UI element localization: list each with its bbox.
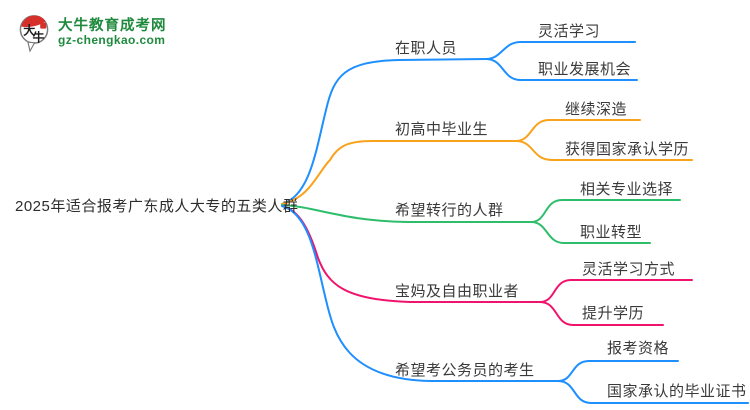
branch-5-child-1-line [557,360,679,382]
branch-1-child-2-line [485,58,638,81]
bubble-tail [27,41,36,53]
branch-4-child-1-line [539,279,693,303]
daniu-bubble-icon: 大 牛 [19,15,49,53]
branch-1-line [281,58,487,205]
branch-2-child-1-line [515,119,641,142]
logo-char-top: 大 [23,23,35,38]
site-name: 大牛教育成考网 [58,17,167,34]
site-url: gz-chengkao.com [58,33,166,48]
seal-stamp [40,22,47,29]
branch-4-child-2-label: 提升学历 [582,305,644,322]
branch-2-child-1-label: 继续深造 [565,101,627,118]
branch-2-child-2-line [515,140,693,161]
branch-5-child-1-label: 报考资格 [607,340,669,357]
branch-3-child-2-label: 职业转型 [580,224,642,241]
root-topic-label: 2025年适合报考广东成人大专的五类人群 [15,198,298,215]
branch-4-child-1-label: 灵活学习方式 [582,261,675,278]
branch-1-child-1-line [485,41,636,60]
branch-5-child-2-line [557,380,749,404]
logo-char-bottom: 牛 [33,30,45,45]
branch-3-child-1-label: 相关专业选择 [580,181,673,198]
branch-5-label: 希望考公务员的考生 [395,362,535,379]
branch-5-child-2-label: 国家承认的毕业证书 [607,383,747,400]
branch-2-label: 初高中毕业生 [395,121,488,138]
branch-3-label: 希望转行的人群 [395,202,504,219]
branch-1-child-1-label: 灵活学习 [538,23,600,40]
branch-3-child-1-line [530,199,681,223]
branch-2-line [281,140,517,205]
branch-4-label: 宝妈及自由职业者 [395,283,519,300]
branch-1-label: 在职人员 [395,40,457,57]
branch-3-line [281,204,532,223]
site-logo[interactable]: 大 牛 大牛教育成考网 gz-chengkao.com [17,13,167,53]
branch-3-child-2-line [530,221,651,244]
branch-1-child-2-label: 职业发展机会 [538,61,631,78]
branch-2-child-2-label: 获得国家承认学历 [565,141,689,158]
beret-shape [21,15,46,28]
branch-5-line [281,205,559,382]
branch-4-child-2-line [539,301,664,326]
